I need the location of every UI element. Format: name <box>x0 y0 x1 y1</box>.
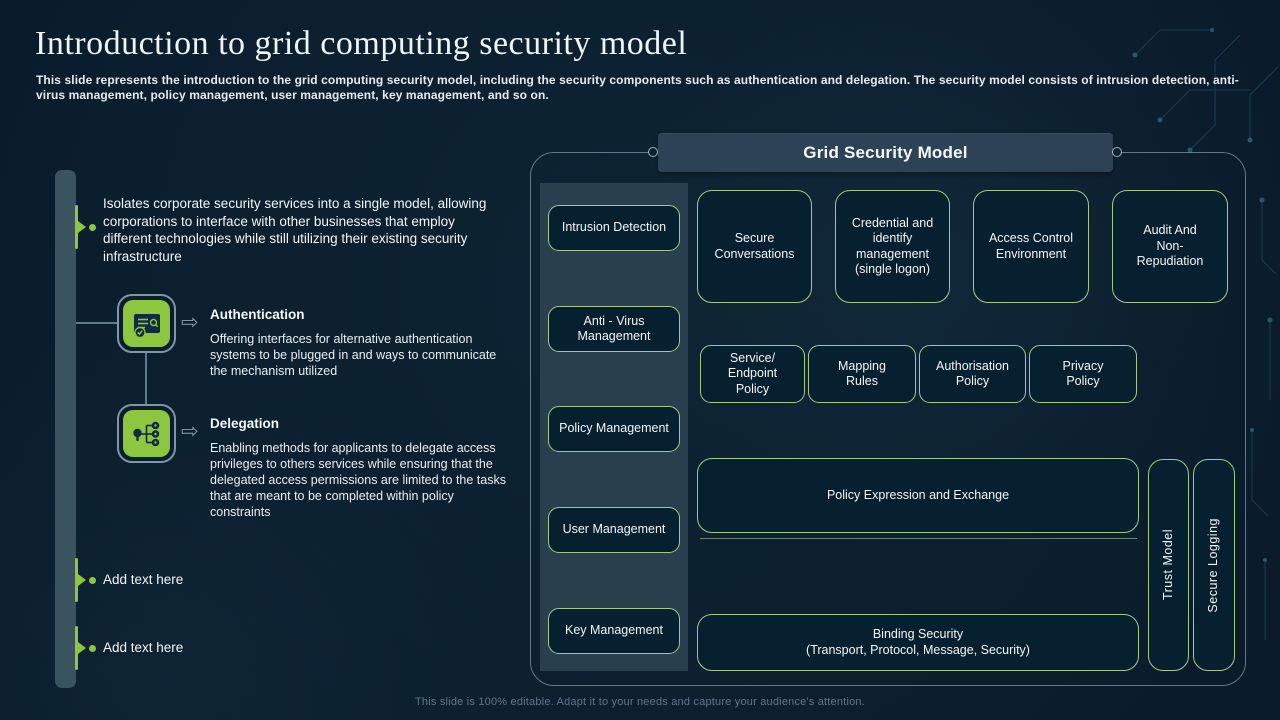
diagram-box-binding-security: Binding Security (Transport, Protocol, M… <box>697 614 1139 671</box>
diagram-box-credential-management: Credential and identify management (sing… <box>835 190 950 303</box>
diagram-box-audit-non-repudiation: Audit And Non-Repudiation <box>1112 190 1228 303</box>
diagram-box-service-endpoint-policy: Service/ Endpoint Policy <box>700 345 805 403</box>
intro-paragraph: Isolates corporate security services int… <box>103 196 487 264</box>
right-arrow-icon: ⇨ <box>181 420 199 443</box>
diagram-box-mapping-rules: Mapping Rules <box>808 345 916 403</box>
diagram-box-policy-expression-exchange: Policy Expression and Exchange <box>697 458 1139 533</box>
connector-line <box>76 322 118 324</box>
diagram-box-anti-virus-management: Anti - Virus Management <box>548 306 680 352</box>
diagram-box-secure-conversations: Secure Conversations <box>697 190 812 303</box>
marker-arrow-icon <box>78 574 86 586</box>
diagram-box-trust-model: Trust Model <box>1148 459 1189 671</box>
bullet-marker <box>75 205 99 249</box>
diagram-box-policy-management: Policy Management <box>548 406 680 452</box>
bullet-title-delegation: Delegation <box>210 416 280 431</box>
diagram-box-key-management: Key Management <box>548 608 680 654</box>
diagram-box-secure-logging: Secure Logging <box>1193 459 1235 671</box>
connector-node-icon <box>1112 147 1122 157</box>
delegation-tree-icon <box>123 410 170 457</box>
add-text-placeholder[interactable]: Add text here <box>103 572 184 587</box>
bullet-marker <box>75 626 99 670</box>
diagram-box-authorisation-policy: Authorisation Policy <box>919 345 1026 403</box>
secure-logging-label: Secure Logging <box>1206 517 1221 613</box>
binding-security-line2: (Transport, Protocol, Message, Security) <box>806 642 1030 657</box>
connector-line <box>145 353 147 404</box>
delegation-icon-tile <box>117 404 176 463</box>
diagram-box-access-control-environment: Access Control Environment <box>973 190 1089 303</box>
bullet-title-authentication: Authentication <box>210 307 305 322</box>
right-arrow-icon: ⇨ <box>181 311 199 334</box>
marker-dot-icon <box>89 224 96 231</box>
page-title: Introduction to grid computing security … <box>35 25 688 62</box>
trust-model-label: Trust Model <box>1160 529 1175 601</box>
binding-security-line1: Binding Security <box>872 627 964 641</box>
diagram-box-privacy-policy: Privacy Policy <box>1029 345 1137 403</box>
marker-bar <box>75 558 78 602</box>
diagram-box-intrusion-detection: Intrusion Detection <box>548 205 680 251</box>
connector-node-icon <box>648 147 658 157</box>
authentication-icon-tile <box>117 294 176 353</box>
bullet-desc-delegation: Enabling methods for applicants to deleg… <box>210 441 506 519</box>
diagram-divider-line <box>700 538 1137 539</box>
diagram-box-user-management: User Management <box>548 507 680 553</box>
id-card-check-icon <box>123 300 170 347</box>
slide-subtitle: This slide represents the introduction t… <box>36 73 1239 102</box>
add-text-placeholder[interactable]: Add text here <box>103 640 184 655</box>
marker-dot-icon <box>89 577 96 584</box>
slide-footer-note: This slide is 100% editable. Adapt it to… <box>415 696 865 708</box>
marker-arrow-icon <box>78 642 86 654</box>
marker-dot-icon <box>89 645 96 652</box>
marker-bar <box>75 626 78 670</box>
marker-bar <box>75 205 78 249</box>
bullet-desc-authentication: Offering interfaces for alternative auth… <box>210 332 497 378</box>
marker-arrow-icon <box>78 221 86 233</box>
diagram-header: Grid Security Model <box>658 133 1113 172</box>
left-rail-bar <box>55 170 76 688</box>
bullet-marker <box>75 558 99 602</box>
